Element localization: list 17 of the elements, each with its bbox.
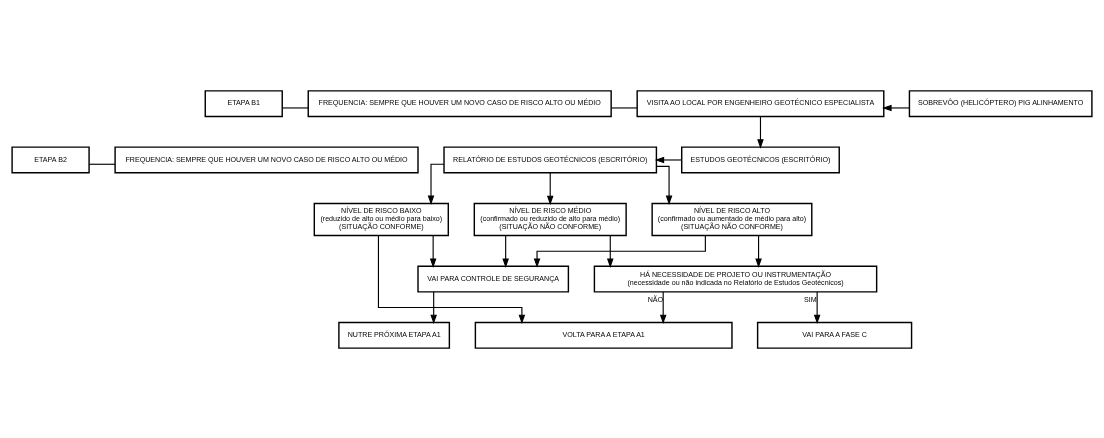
arrow	[533, 234, 706, 268]
arrow	[606, 234, 614, 268]
arrow	[656, 165, 673, 205]
arrow	[757, 115, 764, 149]
arrow	[546, 171, 554, 205]
arrow	[755, 234, 762, 268]
connector	[610, 106, 638, 109]
arrow	[502, 234, 509, 268]
arrow	[813, 291, 821, 324]
arrow	[654, 156, 683, 163]
arrow	[430, 291, 437, 324]
arrow	[429, 234, 437, 268]
arrow	[882, 104, 910, 111]
connector	[88, 163, 116, 165]
arrow	[659, 291, 667, 324]
connector	[281, 106, 309, 109]
arrow	[377, 234, 526, 324]
